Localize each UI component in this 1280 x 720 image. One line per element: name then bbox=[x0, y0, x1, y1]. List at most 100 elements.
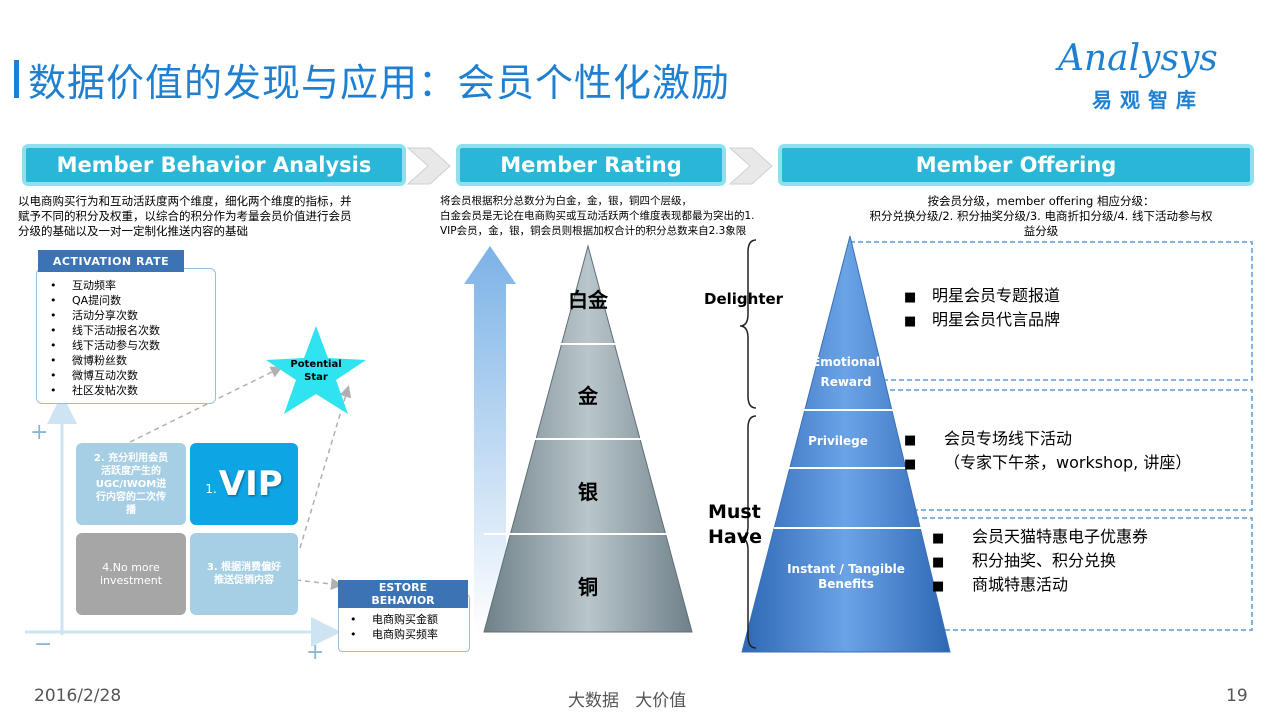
chevron-arrow-icon bbox=[728, 147, 773, 185]
axis-plus-right: + bbox=[306, 640, 325, 665]
behavior-matrix-graphics bbox=[25, 366, 352, 647]
footer-date: 2016/2/28 bbox=[34, 686, 122, 706]
desc-line: 白金会员是无论在电商购买或互动活跃两个维度表现都最为突出的1. bbox=[440, 210, 755, 222]
chevron-arrow-icon bbox=[406, 147, 451, 185]
desc-line: 益分级 bbox=[1023, 224, 1059, 238]
must-have-label: Must Have bbox=[708, 500, 762, 550]
square-bullet-icon: ■ bbox=[932, 555, 945, 570]
vip-number: 1. bbox=[205, 481, 217, 496]
bullet-text: 会员专场线下活动 bbox=[944, 429, 1073, 448]
bullet-text: （专家下午茶，workshop, 讲座） bbox=[944, 453, 1192, 472]
list-item: 互动频率 bbox=[50, 278, 160, 293]
behavior-description: 以电商购买行为和互动活跃度两个维度，细化两个维度的指标，并 赋予不同的积分及权重… bbox=[18, 194, 438, 239]
list-item: ■ 会员天猫特惠电子优惠券 bbox=[932, 526, 1148, 550]
potential-star-label: Potential Star bbox=[262, 358, 370, 384]
rating-description: 将会员根据积分总数分为白金，金，银，铜四个层级， 白金会员是无论在电商购买或互动… bbox=[440, 194, 820, 239]
square-bullet-icon: ■ bbox=[932, 579, 945, 594]
list-item: 微博互动次数 bbox=[50, 368, 160, 383]
quadrant-3: 3. 根据消费偏好 推送促销内容 bbox=[190, 533, 298, 615]
list-item: 线下活动报名次数 bbox=[50, 323, 160, 338]
delighter-label: Delighter bbox=[704, 290, 784, 308]
must-have-line: Must bbox=[708, 501, 761, 523]
quadrant-text: 2. 充分利用会员 bbox=[93, 452, 169, 464]
header-member-offering: Member Offering bbox=[778, 144, 1254, 186]
desc-line: 将会员根据积分总数分为白金，金，银，铜四个层级， bbox=[440, 195, 692, 207]
level-label-line: Emotional bbox=[812, 355, 880, 369]
list-item: 线下活动参与次数 bbox=[50, 338, 160, 353]
bullet-text: 商城特惠活动 bbox=[972, 575, 1069, 594]
quadrant-text: 推送促销内容 bbox=[214, 575, 274, 586]
must-have-line: Have bbox=[708, 526, 762, 548]
level-label-line: Privilege bbox=[808, 434, 868, 448]
desc-line: 赋予不同的积分及权重，以综合的积分作为考量会员价值进行会员 bbox=[18, 209, 352, 223]
offering-graphic bbox=[739, 235, 1253, 653]
square-bullet-icon: ■ bbox=[904, 433, 917, 448]
estore-title-line: BEHAVIOR bbox=[371, 594, 435, 607]
quadrant-text: 播 bbox=[126, 504, 136, 516]
bullet-text: 积分抽奖、积分兑换 bbox=[972, 551, 1117, 570]
list-item: 电商购买频率 bbox=[350, 627, 438, 642]
title-accent-bar bbox=[14, 60, 19, 98]
header-member-rating: Member Rating bbox=[456, 144, 726, 186]
tier-silver: 银 bbox=[578, 480, 598, 504]
desc-line: 按会员分级，member offering 相应分级： bbox=[927, 194, 1155, 208]
activation-rate-list: 互动频率 QA提问数 活动分享次数 线下活动报名次数 线下活动参与次数 微博粉丝… bbox=[50, 278, 160, 398]
quadrant-text: 4.No more bbox=[102, 561, 160, 574]
list-item: ■ 商城特惠活动 bbox=[932, 574, 1148, 598]
list-item: 活动分享次数 bbox=[50, 308, 160, 323]
list-item: ■ 会员专场线下活动 bbox=[904, 428, 1191, 452]
bullet-text: 明星会员代言品牌 bbox=[932, 310, 1061, 329]
list-item: ■ 明星会员代言品牌 bbox=[904, 309, 1060, 333]
axis-minus: − bbox=[34, 632, 53, 657]
square-bullet-icon: ■ bbox=[904, 290, 917, 305]
star-icon bbox=[266, 326, 366, 414]
bullet-text: 明星会员专题报道 bbox=[932, 286, 1061, 305]
quadrant-text: 行内容的二次传 bbox=[96, 491, 166, 503]
level-label-privilege: Privilege bbox=[790, 431, 886, 451]
page-number: 19 bbox=[1226, 686, 1248, 706]
instant-benefits-bullets: ■ 会员天猫特惠电子优惠券 ■ 积分抽奖、积分兑换 ■ 商城特惠活动 bbox=[932, 526, 1148, 598]
star-label-line: Star bbox=[304, 372, 328, 383]
desc-line: 分级的基础以及一对一定制化推送内容的基础 bbox=[18, 224, 248, 238]
level-label-emotional-reward: Emotional Reward bbox=[798, 352, 894, 392]
square-bullet-icon: ■ bbox=[904, 314, 917, 329]
page-title: 数据价值的发现与应用：会员个性化激励 bbox=[28, 61, 731, 105]
level-label-line: Benefits bbox=[818, 577, 874, 591]
rating-pyramid-graphic bbox=[464, 244, 693, 634]
logo-wordmark: Analysys bbox=[1058, 38, 1218, 79]
privilege-bullets: ■ 会员专场线下活动 ■ （专家下午茶，workshop, 讲座） bbox=[904, 428, 1191, 476]
list-item: ■ 明星会员专题报道 bbox=[904, 285, 1060, 309]
axis-plus-top: + bbox=[30, 420, 49, 445]
square-bullet-icon: ■ bbox=[932, 531, 945, 546]
list-item: 电商购买金额 bbox=[350, 612, 438, 627]
activation-rate-title: ACTIVATION RATE bbox=[38, 250, 184, 272]
quadrant-1-vip: 1. VIP bbox=[190, 443, 298, 525]
quadrant-2: 2. 充分利用会员 活跃度产生的 UGC/IWOM进 行内容的二次传 播 bbox=[76, 443, 186, 525]
offering-description: 按会员分级，member offering 相应分级： 积分兑换分级/2. 积分… bbox=[826, 194, 1256, 239]
list-item: QA提问数 bbox=[50, 293, 160, 308]
star-label-line: Potential bbox=[290, 359, 342, 370]
list-item: ■ （专家下午茶，workshop, 讲座） bbox=[904, 452, 1191, 476]
header-member-behavior-analysis: Member Behavior Analysis bbox=[22, 144, 406, 186]
tier-platinum: 白金 bbox=[568, 288, 608, 312]
tier-bronze: 铜 bbox=[578, 575, 598, 599]
square-bullet-icon: ■ bbox=[904, 457, 917, 472]
desc-line: VIP会员，金，银，铜会员则根据加权合计的积分总数来自2.3象限 bbox=[440, 225, 747, 237]
quadrant-text: 活跃度产生的 bbox=[101, 465, 161, 477]
list-item: 社区发帖次数 bbox=[50, 383, 160, 398]
level-label-line: Instant / Tangible bbox=[787, 562, 905, 576]
quadrant-text: UGC/IWOM进 bbox=[95, 478, 167, 490]
estore-title-line: ESTORE bbox=[378, 581, 428, 594]
bullet-text: 会员天猫特惠电子优惠券 bbox=[972, 527, 1149, 546]
level-label-line: Reward bbox=[820, 375, 872, 389]
estore-behavior-title: ESTORE BEHAVIOR bbox=[338, 580, 468, 608]
quadrant-4: 4.No more investment bbox=[76, 533, 186, 615]
emotional-reward-bullets: ■ 明星会员专题报道 ■ 明星会员代言品牌 bbox=[904, 285, 1060, 333]
estore-behavior-list: 电商购买金额 电商购买频率 bbox=[350, 612, 438, 642]
quadrant-text: investment bbox=[99, 574, 163, 587]
logo-chinese: 易观智库 bbox=[1092, 88, 1204, 112]
list-item: 微博粉丝数 bbox=[50, 353, 160, 368]
footer-tagline: 大数据 大价值 bbox=[568, 691, 687, 711]
quadrant-text: 3. 根据消费偏好 bbox=[206, 562, 282, 573]
vip-label: VIP bbox=[218, 463, 283, 504]
